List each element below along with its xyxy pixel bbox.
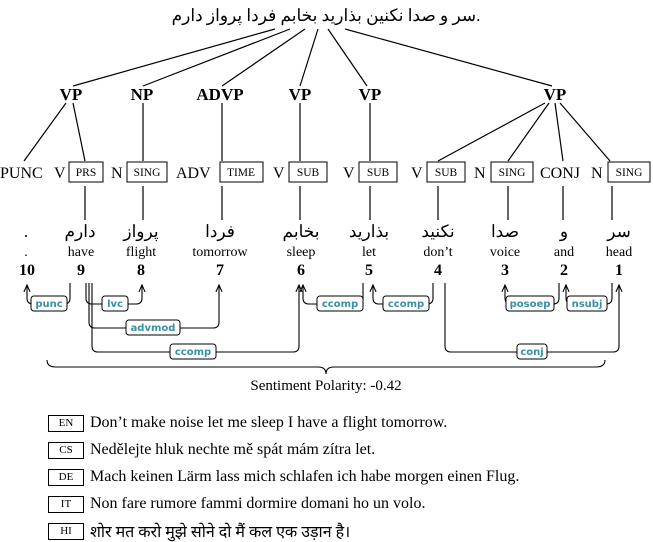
pos-tag: ADV — [176, 165, 211, 182]
pos-tag: V — [411, 165, 423, 182]
gloss: let — [362, 245, 376, 260]
translation-text: Non fare rumore fammi dormire domani ho … — [90, 495, 426, 512]
feature-tag: SING — [616, 167, 643, 179]
dep-label: advmod — [131, 323, 176, 334]
token-index: 7 — [216, 262, 224, 279]
gloss: head — [606, 245, 632, 260]
translation-row-cs: CS Nedělejte hluk nechte mě spát mám zít… — [48, 440, 375, 460]
translation-row-it: IT Non fare rumore fammi dormire domani … — [48, 494, 425, 514]
phrase-vp-1: VP — [60, 85, 83, 104]
gloss: . — [24, 245, 28, 260]
dep-label: conj — [520, 347, 543, 358]
dep-label: posoep — [510, 299, 551, 310]
dep-label: punc — [35, 299, 62, 310]
pos-tag: V — [273, 165, 285, 182]
phrase-vp-2: VP — [289, 85, 312, 104]
gloss: flight — [126, 245, 156, 260]
token-index: 10 — [19, 262, 35, 279]
translation-text: शोर मत करो मुझे सोने दो मैं कल एक उड़ान … — [90, 524, 351, 541]
persian-word: بخابم — [283, 222, 320, 242]
token-index: 1 — [615, 262, 623, 279]
dependency-arcs — [27, 283, 619, 353]
persian-word: نکنید — [421, 222, 454, 241]
parse-diagram: سر و صدا نکنین بذارید بخابم فردا پرواز د… — [0, 6, 651, 394]
lang-code: EN — [48, 414, 84, 432]
source-sentence: سر و صدا نکنین بذارید بخابم فردا پرواز د… — [172, 6, 481, 26]
persian-word: صدا — [491, 222, 519, 241]
persian-word: بذارید — [349, 222, 389, 242]
persian-word: پرواز — [122, 222, 159, 242]
feature-tag: SING — [134, 167, 161, 179]
lang-code: HI — [48, 522, 84, 540]
sentence-brace — [46, 359, 606, 375]
dep-label: ccomp — [322, 299, 358, 310]
gloss: have — [68, 245, 94, 260]
feature-tag: TIME — [227, 167, 255, 179]
persian-word: و — [559, 222, 568, 242]
phrase-np: NP — [131, 85, 154, 104]
feature-tag: PRS — [76, 167, 96, 179]
lang-code: IT — [48, 495, 84, 513]
token-index: 5 — [365, 262, 373, 279]
translation-text: Mach keinen Lärm lass mich schlafen ich … — [90, 468, 520, 485]
persian-word: . — [24, 222, 28, 241]
persian-word: سر — [606, 222, 631, 242]
gloss: sleep — [287, 245, 316, 260]
phrase-vp-3: VP — [359, 85, 382, 104]
tree-edges — [23, 28, 613, 220]
feature-tag: SING — [499, 167, 526, 179]
pos-tag: V — [54, 165, 66, 182]
feature-tag: SUB — [435, 167, 458, 179]
token-index: 9 — [77, 262, 85, 279]
dep-label: lvc — [107, 299, 123, 310]
dep-label: ccomp — [175, 347, 211, 358]
dep-label: nsubj — [572, 299, 603, 310]
sentiment-polarity: Sentiment Polarity: -0.42 — [250, 378, 401, 394]
gloss: and — [554, 245, 574, 260]
lang-code: DE — [48, 468, 84, 486]
translation-row-en: EN Don’t make noise let me sleep I have … — [48, 413, 447, 433]
translation-text: Don’t make noise let me sleep I have a f… — [90, 414, 448, 431]
gloss: voice — [490, 245, 520, 260]
pos-tag: N — [111, 165, 123, 182]
lang-code: CS — [48, 441, 84, 459]
gloss: don’t — [423, 245, 452, 260]
translation-row-hi: HI शोर मत करो मुझे सोने दो मैं कल एक उड़… — [48, 521, 350, 541]
token-index: 3 — [501, 262, 509, 279]
persian-word: فردا — [205, 222, 235, 242]
feature-tag: SUB — [297, 167, 320, 179]
translation-row-de: DE Mach keinen Lärm lass mich schlafen i… — [48, 467, 519, 487]
dep-label: ccomp — [388, 299, 424, 310]
dependency-labels: punc lvc advmod ccomp ccomp ccomp posoep… — [30, 295, 608, 360]
pos-tag: N — [474, 165, 486, 182]
pos-tag: CONJ — [540, 165, 580, 182]
token-index: 4 — [434, 262, 442, 279]
gloss: tomorrow — [192, 245, 248, 260]
pos-tag: PUNC — [0, 165, 43, 182]
token-index: 6 — [297, 262, 305, 279]
translation-text: Nedělejte hluk nechte mě spát mám zítra … — [90, 441, 376, 458]
pos-tag: V — [343, 165, 355, 182]
phrase-vp-4: VP — [544, 85, 567, 104]
token-index: 8 — [137, 262, 145, 279]
token-index: 2 — [560, 262, 568, 279]
pos-tag: N — [591, 165, 603, 182]
feature-tag: SUB — [367, 167, 390, 179]
phrase-advp: ADVP — [196, 85, 243, 104]
persian-word: دارم — [64, 222, 95, 242]
